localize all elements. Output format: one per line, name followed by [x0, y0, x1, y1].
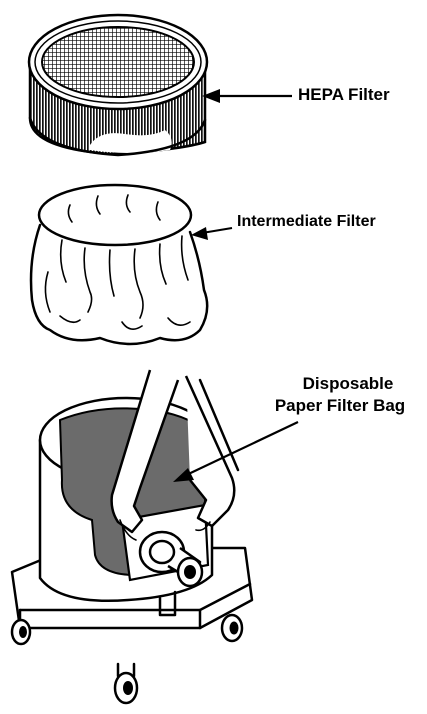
intermediate-filter-label: Intermediate Filter [237, 213, 376, 230]
hepa-filter-callout [202, 89, 292, 103]
paper-bag-label-line2: Paper Filter Bag [275, 396, 405, 415]
intermediate-filter-callout [191, 227, 232, 240]
caster-wheel [12, 620, 30, 644]
caster-wheel [115, 664, 137, 703]
paper-bag-label-line1: Disposable [303, 374, 394, 393]
caster-wheel [222, 615, 242, 641]
hepa-filter [29, 15, 207, 155]
hepa-filter-label: HEPA Filter [298, 85, 390, 104]
intermediate-filter [31, 185, 207, 344]
